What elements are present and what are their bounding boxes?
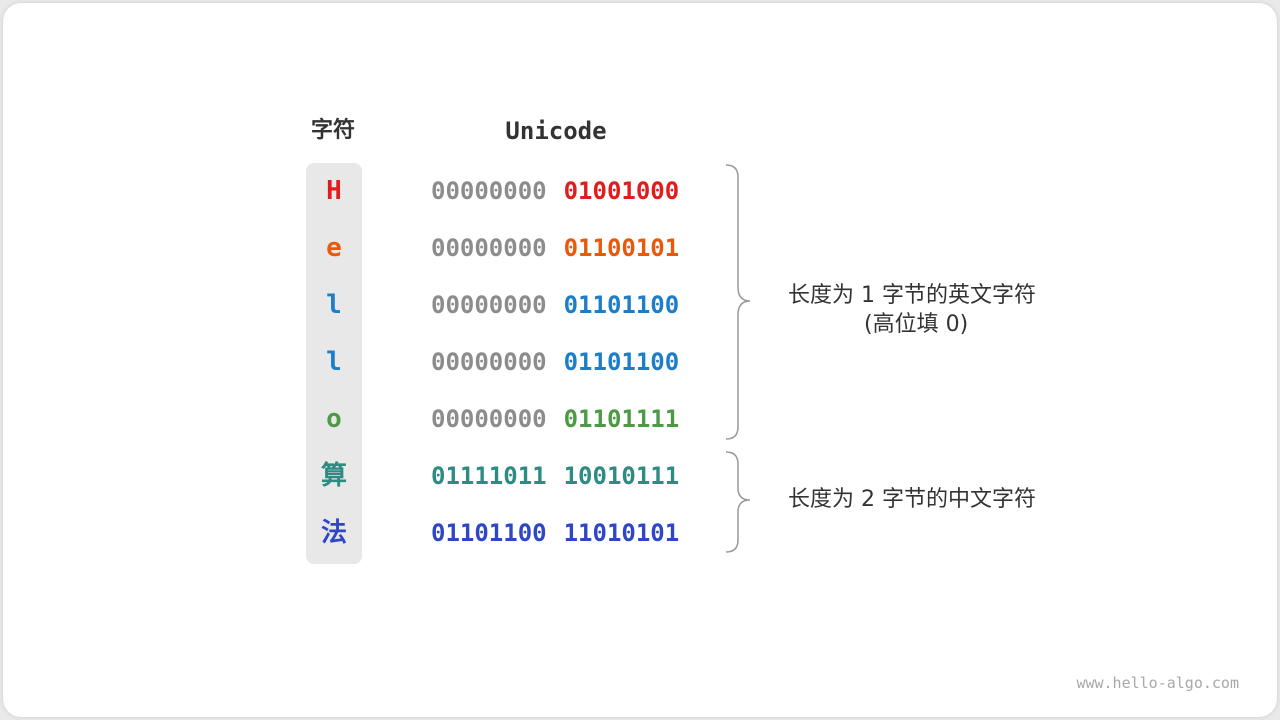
unicode-row: 00000000 01001000 — [431, 171, 679, 211]
char-cell: 算 — [320, 461, 347, 491]
char-cell: l — [326, 347, 342, 377]
unicode-row: 01111011 10010111 — [431, 456, 679, 496]
brace-two-byte — [725, 451, 751, 553]
header-unicode: Unicode — [505, 117, 607, 145]
high-byte: 00000000 — [431, 405, 547, 433]
char-cell: o — [326, 404, 342, 434]
low-byte: 01101111 — [563, 405, 680, 433]
note-one-byte: 长度为 1 字节的英文字符 — [788, 283, 1036, 308]
high-byte: 00000000 — [431, 291, 547, 319]
high-byte: 00000000 — [431, 348, 547, 376]
char-cell: e — [326, 233, 342, 263]
char-column — [306, 163, 362, 564]
high-byte: 01111011 — [431, 462, 547, 490]
note-two-byte: 长度为 2 字节的中文字符 — [788, 487, 1036, 512]
high-byte: 01101100 — [431, 519, 547, 547]
note-one-byte-sub: (高位填 0) — [864, 312, 969, 337]
brace-one-byte — [725, 164, 751, 440]
watermark: www.hello-algo.com — [1076, 674, 1239, 692]
diagram-card — [3, 3, 1277, 717]
header-char: 字符 — [310, 118, 355, 143]
low-byte: 11010101 — [563, 519, 680, 547]
unicode-row: 00000000 01100101 — [431, 228, 679, 268]
char-cell: H — [326, 176, 342, 206]
low-byte: 10010111 — [563, 462, 680, 490]
high-byte: 00000000 — [431, 234, 547, 262]
high-byte: 00000000 — [431, 177, 547, 205]
low-byte: 01100101 — [563, 234, 680, 262]
low-byte: 01001000 — [563, 177, 680, 205]
unicode-row: 01101100 11010101 — [431, 513, 679, 553]
unicode-row: 00000000 01101100 — [431, 342, 679, 382]
unicode-row: 00000000 01101111 — [431, 399, 679, 439]
low-byte: 01101100 — [563, 291, 680, 319]
char-cell: l — [326, 290, 342, 320]
low-byte: 01101100 — [563, 348, 680, 376]
char-cell: 法 — [320, 518, 347, 548]
unicode-row: 00000000 01101100 — [431, 285, 679, 325]
